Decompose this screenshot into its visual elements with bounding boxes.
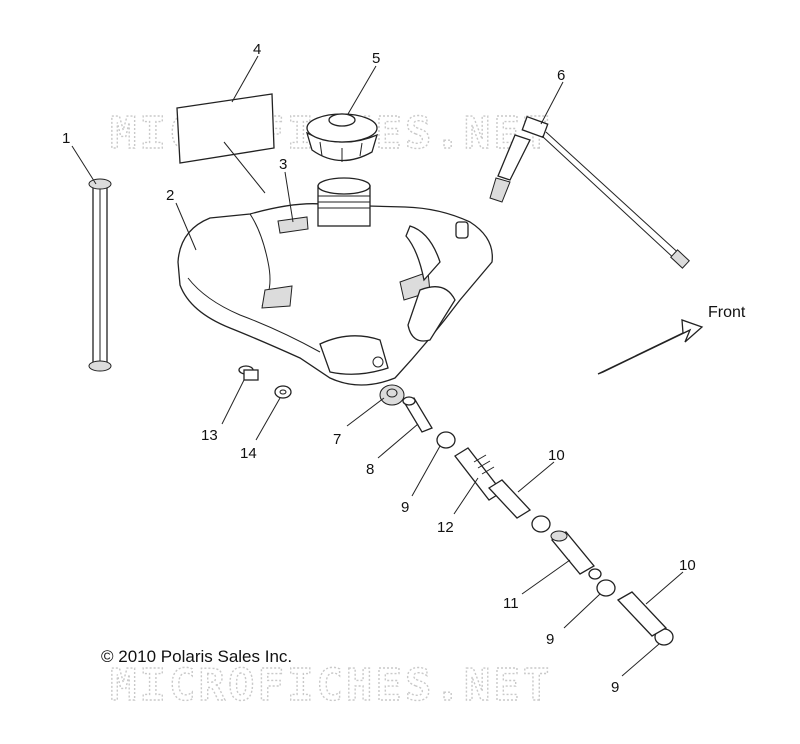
- callout-10-b: 10: [679, 557, 696, 574]
- part-10-hose-lower: [616, 591, 668, 637]
- part-9-clamp-d: [531, 515, 551, 533]
- callout-10-a: 10: [548, 447, 565, 464]
- part-9-clamp-b: [596, 579, 616, 597]
- part-2-fuel-tank: [177, 177, 493, 386]
- callout-5: 5: [372, 50, 380, 67]
- callout-4: 4: [253, 41, 261, 58]
- part-4-decal: [176, 93, 275, 164]
- callout-3: 3: [279, 156, 287, 173]
- part-13-bolt: [238, 365, 259, 381]
- part-8-fitting: [402, 396, 433, 433]
- part-6-fuel-sender: [489, 115, 690, 269]
- callout-7: 7: [333, 431, 341, 448]
- part-10-hose-upper: [487, 479, 532, 519]
- callout-9-c: 9: [611, 679, 619, 696]
- part-3-decal: [277, 216, 309, 234]
- part-5-fuel-cap: [305, 113, 379, 162]
- callout-11: 11: [503, 595, 519, 612]
- front-label: Front: [708, 304, 746, 321]
- part-9-clamp-a: [436, 431, 456, 449]
- callout-2: 2: [166, 187, 174, 204]
- watermark-bottom: MICROFICHES.NET: [110, 660, 552, 711]
- part-11-valve: [550, 530, 602, 580]
- callout-14: 14: [240, 445, 257, 462]
- front-arrow: [597, 319, 704, 375]
- part-1-strap: [88, 178, 112, 372]
- callout-numbers: 1 2 3 4 5 6 7 8 9 9 9 10 10 11 12 13 14: [62, 41, 696, 696]
- part-7-grommet: [379, 384, 405, 406]
- callout-1: 1: [62, 130, 70, 147]
- callout-13: 13: [201, 427, 218, 444]
- part-14-washer: [274, 385, 292, 399]
- copyright-notice: © 2010 Polaris Sales Inc.: [101, 647, 292, 666]
- callout-9-a: 9: [401, 499, 409, 516]
- callout-9-b: 9: [546, 631, 554, 648]
- leader-lines: [71, 55, 684, 677]
- callout-8: 8: [366, 461, 374, 478]
- callout-6: 6: [557, 67, 565, 84]
- callout-12: 12: [437, 519, 454, 536]
